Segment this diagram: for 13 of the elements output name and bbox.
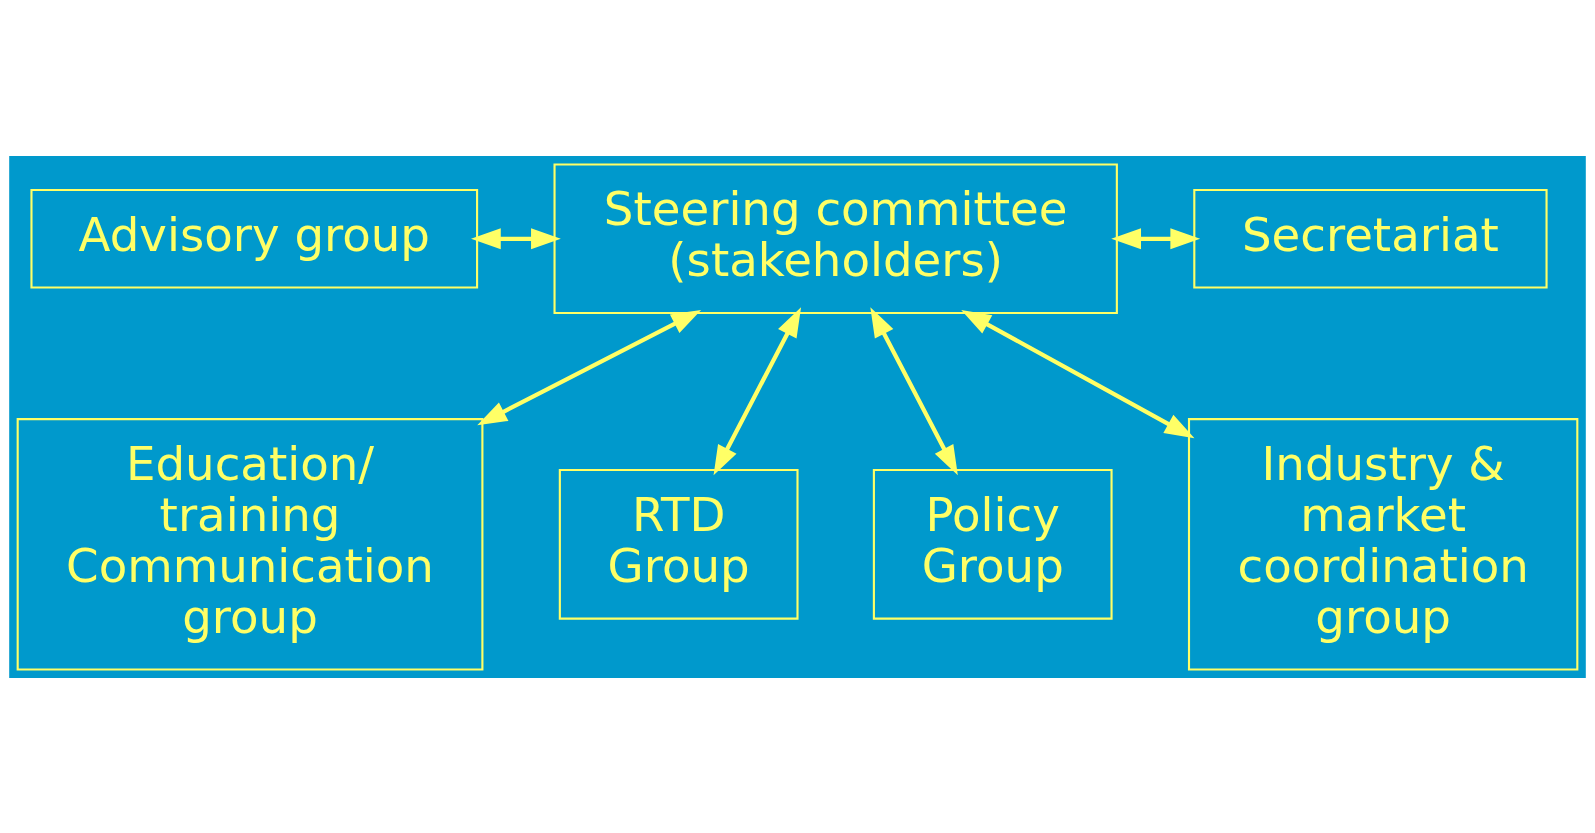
arrow (1111, 227, 1201, 249)
node-box: Steering committee (stakeholders) (553, 162, 1118, 314)
node-box: Industry & market coordination group (1187, 417, 1579, 671)
arrow (961, 309, 1195, 438)
arrow (713, 306, 802, 475)
node-box: Education/ training Communication group (16, 417, 484, 671)
node-box: Secretariat (1193, 188, 1548, 289)
node-box: Policy Group (872, 468, 1113, 620)
arrow (477, 309, 702, 425)
arrow (870, 306, 958, 475)
arrow (471, 227, 561, 249)
node-box: Advisory group (30, 188, 479, 289)
node-box: RTD Group (558, 468, 799, 620)
